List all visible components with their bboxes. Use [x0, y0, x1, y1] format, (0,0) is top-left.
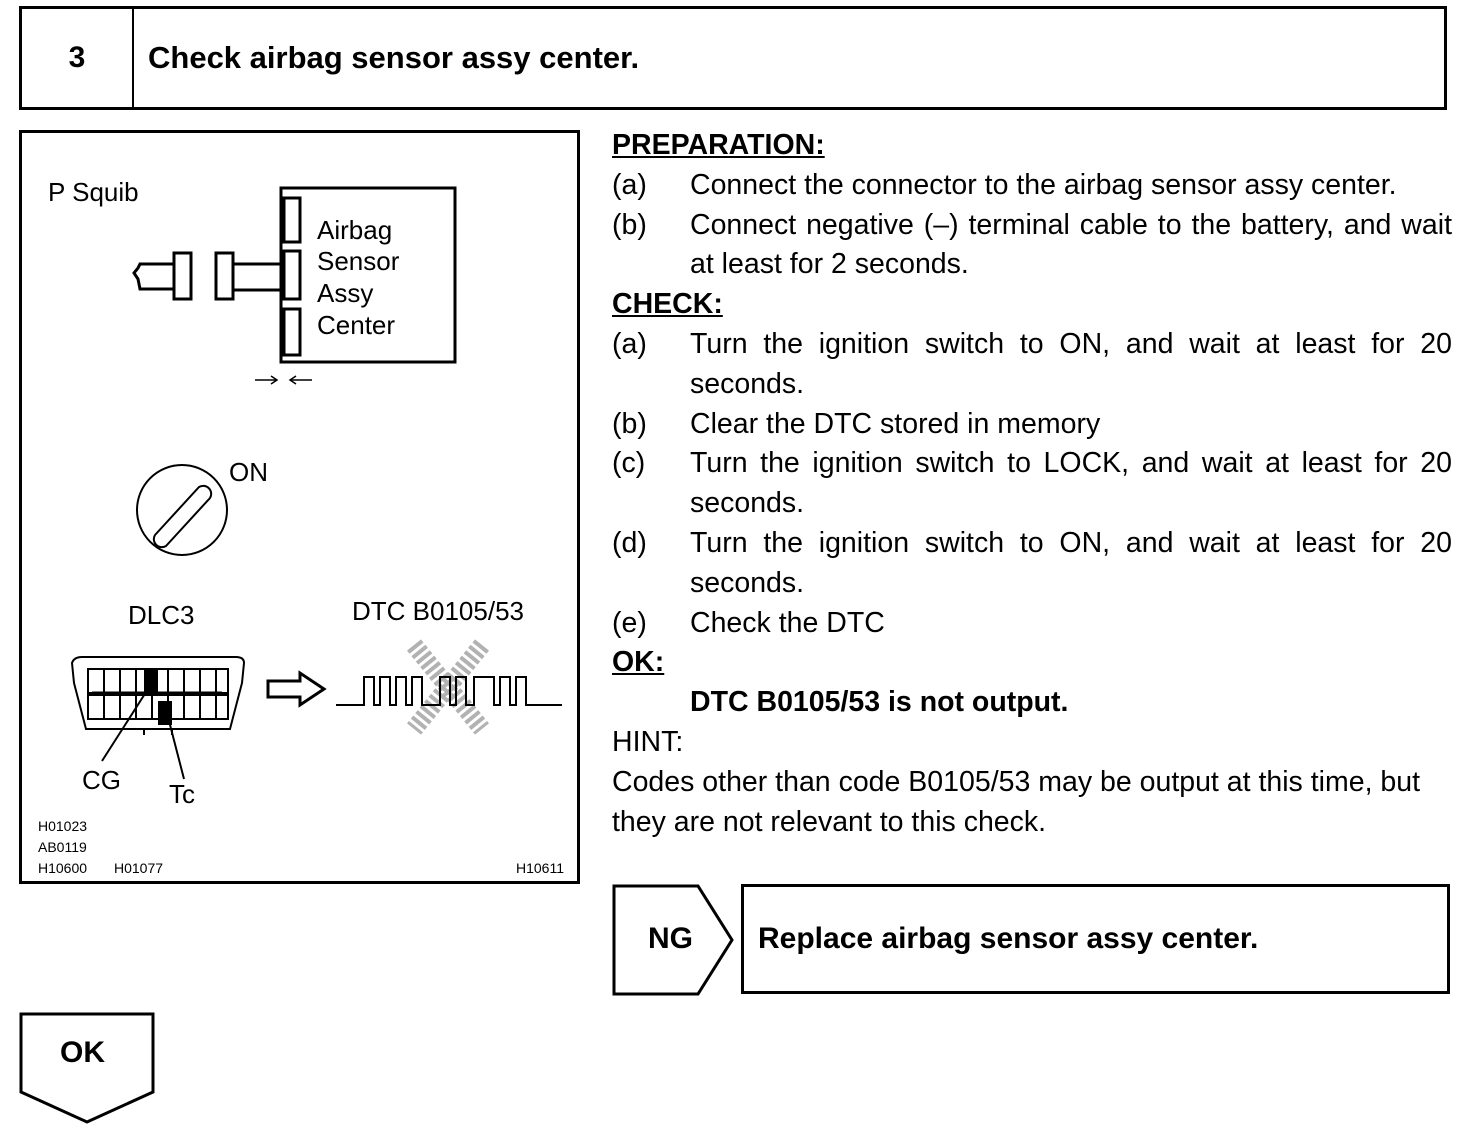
check-step: (a) Turn the ignition switch to ON, and … — [612, 325, 1452, 405]
step-label: (b) — [612, 407, 647, 440]
figure-code-4: H01077 — [114, 860, 164, 876]
check-step: (b) Clear the DTC stored in memory — [612, 405, 1452, 445]
sensor-connector-slot-1 — [282, 196, 302, 244]
ng-action-text: Replace airbag sensor assy center. — [758, 922, 1259, 955]
sensor-connector-slot-3 — [282, 307, 302, 357]
ng-action-box: Replace airbag sensor assy center. — [741, 884, 1450, 994]
cross-out-mark — [407, 639, 489, 735]
ignition-on-label: ON — [229, 457, 268, 487]
step-text: Clear the DTC stored in memory — [690, 407, 1101, 440]
sensor-connector-slot-2 — [282, 249, 302, 301]
sensor-label-line-4: Center — [317, 310, 396, 340]
preparation-heading: PREPARATION: — [612, 129, 825, 161]
sensor-label-line-3: Assy — [317, 278, 374, 308]
hint-heading: HINT: — [612, 725, 684, 758]
preparation-step: (b) Connect negative (–) terminal cable … — [612, 206, 1452, 286]
instructions: PREPARATION: (a) Connect the connector t… — [612, 126, 1452, 842]
connect-arrows — [255, 375, 312, 385]
p-squib-label: P Squib — [48, 177, 139, 207]
check-step: (e) Check the DTC — [612, 604, 1452, 644]
check-step: (c) Turn the ignition switch to LOCK, an… — [612, 444, 1452, 524]
figure-code-1: H01023 — [38, 818, 88, 834]
sensor-box — [279, 186, 457, 364]
check-heading: CHECK: — [612, 288, 723, 321]
ignition-switch-icon — [136, 464, 228, 556]
step-label: (a) — [612, 327, 647, 360]
connector-male — [172, 251, 193, 301]
preparation-step: (a) Connect the connector to the airbag … — [612, 166, 1452, 206]
ok-heading: OK: — [612, 646, 665, 679]
step-header: 3 Check airbag sensor assy center. — [19, 6, 1447, 110]
step-text: Check the DTC — [690, 606, 885, 639]
ok-result: DTC B0105/53 is not output. — [690, 686, 1069, 719]
step-text: Connect the connector to the airbag sens… — [690, 168, 1397, 201]
check-step: (d) Turn the ignition switch to ON, and … — [612, 524, 1452, 604]
step-label: (c) — [612, 447, 646, 480]
step-text: Turn the ignition switch to LOCK, and wa… — [690, 447, 1452, 520]
pin-leaders — [101, 688, 185, 780]
step-label: (a) — [612, 168, 647, 201]
step-text: Connect negative (–) terminal cable to t… — [690, 208, 1452, 281]
sensor-label-line-1: Airbag — [317, 215, 393, 245]
step-title: Check airbag sensor assy center. — [148, 40, 640, 75]
ok-branch-arrow — [19, 1012, 155, 1124]
diagram-figure: P Squib Airbag Sensor Assy Center ON DLC… — [19, 130, 580, 884]
step-text: Turn the ignition switch to ON, and wait… — [690, 526, 1452, 599]
figure-code-2: AB0119 — [38, 839, 87, 855]
ng-branch-arrow — [612, 884, 734, 996]
figure-code-right: H10611 — [516, 860, 565, 876]
step-number: 3 — [22, 9, 134, 107]
connector-female — [214, 251, 235, 301]
step-text: Turn the ignition switch to ON, and wait… — [690, 327, 1452, 400]
cg-label: CG — [82, 765, 121, 795]
dtc-label: DTC B0105/53 — [352, 596, 524, 626]
diagram-drawing — [70, 186, 562, 780]
ng-label: NG — [648, 922, 693, 955]
figure-code-3: H10600 — [38, 860, 88, 876]
step-label: (d) — [612, 526, 647, 559]
dlc3-label: DLC3 — [128, 600, 195, 630]
step-label: (b) — [612, 208, 647, 241]
step-label: (e) — [612, 606, 647, 639]
sensor-label-line-2: Sensor — [317, 246, 400, 276]
tc-label: Tc — [169, 779, 195, 809]
ok-branch-label: OK — [60, 1036, 105, 1069]
dtc-waveform — [336, 676, 562, 706]
hollow-arrow-icon — [266, 670, 327, 708]
hint-text: Codes other than code B0105/53 may be ou… — [612, 765, 1421, 838]
